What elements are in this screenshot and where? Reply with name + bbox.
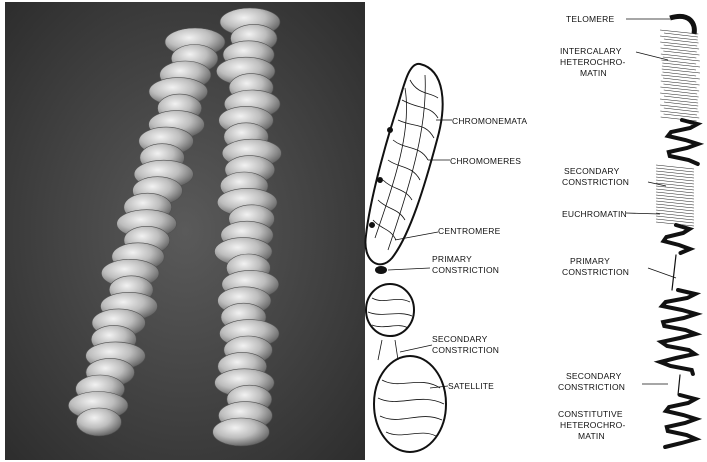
- fiber-coil: [664, 225, 690, 253]
- right-leader-lines: [626, 19, 676, 384]
- label-primary-2: CONSTRICTION: [432, 265, 499, 275]
- fiber-coil: [660, 290, 696, 374]
- label-chromomeres: CHROMOMERES: [450, 156, 521, 166]
- label-constitutive-1: CONSTITUTIVE: [558, 409, 623, 419]
- fiber-coil: [665, 395, 696, 447]
- label-centromere: CENTROMERE: [438, 226, 501, 236]
- label-rprimary-1: PRIMARY: [570, 256, 610, 266]
- label-telomere: TELOMERE: [566, 14, 614, 24]
- label-constitutive-3: MATIN: [578, 431, 605, 441]
- label-intercalary-1: INTERCALARY: [560, 46, 622, 56]
- label-constitutive-2: HETEROCHRO-: [560, 420, 625, 430]
- upper-arm-diagram: [365, 64, 442, 264]
- label-rprimary-2: CONSTRICTION: [562, 267, 629, 277]
- fiber-coil: [668, 120, 698, 164]
- label-rsecondary-b-1: SECONDARY: [566, 371, 622, 381]
- fiber-constriction: [672, 255, 680, 395]
- label-rsecondary-2: CONSTRICTION: [562, 177, 629, 187]
- label-chromonemata: CHROMONEMATA: [452, 116, 527, 126]
- label-satellite: SATELLITE: [448, 381, 494, 391]
- label-euchromatin: EUCHROMATIN: [562, 209, 627, 219]
- label-intercalary-2: HETEROCHRO-: [560, 57, 625, 67]
- label-rsecondary-b-2: CONSTRICTION: [558, 382, 625, 392]
- chromatin-fiber-diagram: [656, 16, 700, 447]
- centromere-mark: [375, 266, 387, 274]
- label-secondary-2: CONSTRICTION: [432, 345, 499, 355]
- label-intercalary-3: MATIN: [580, 68, 607, 78]
- fiber-hatch-line: [663, 84, 696, 88]
- label-rsecondary-1: SECONDARY: [564, 166, 620, 176]
- label-primary-1: PRIMARY: [432, 254, 472, 264]
- fiber-hatch-line: [663, 78, 696, 82]
- fiber-hatch-line: [664, 90, 697, 94]
- lower-arm-diagram: [366, 284, 446, 452]
- label-secondary-1: SECONDARY: [432, 334, 488, 344]
